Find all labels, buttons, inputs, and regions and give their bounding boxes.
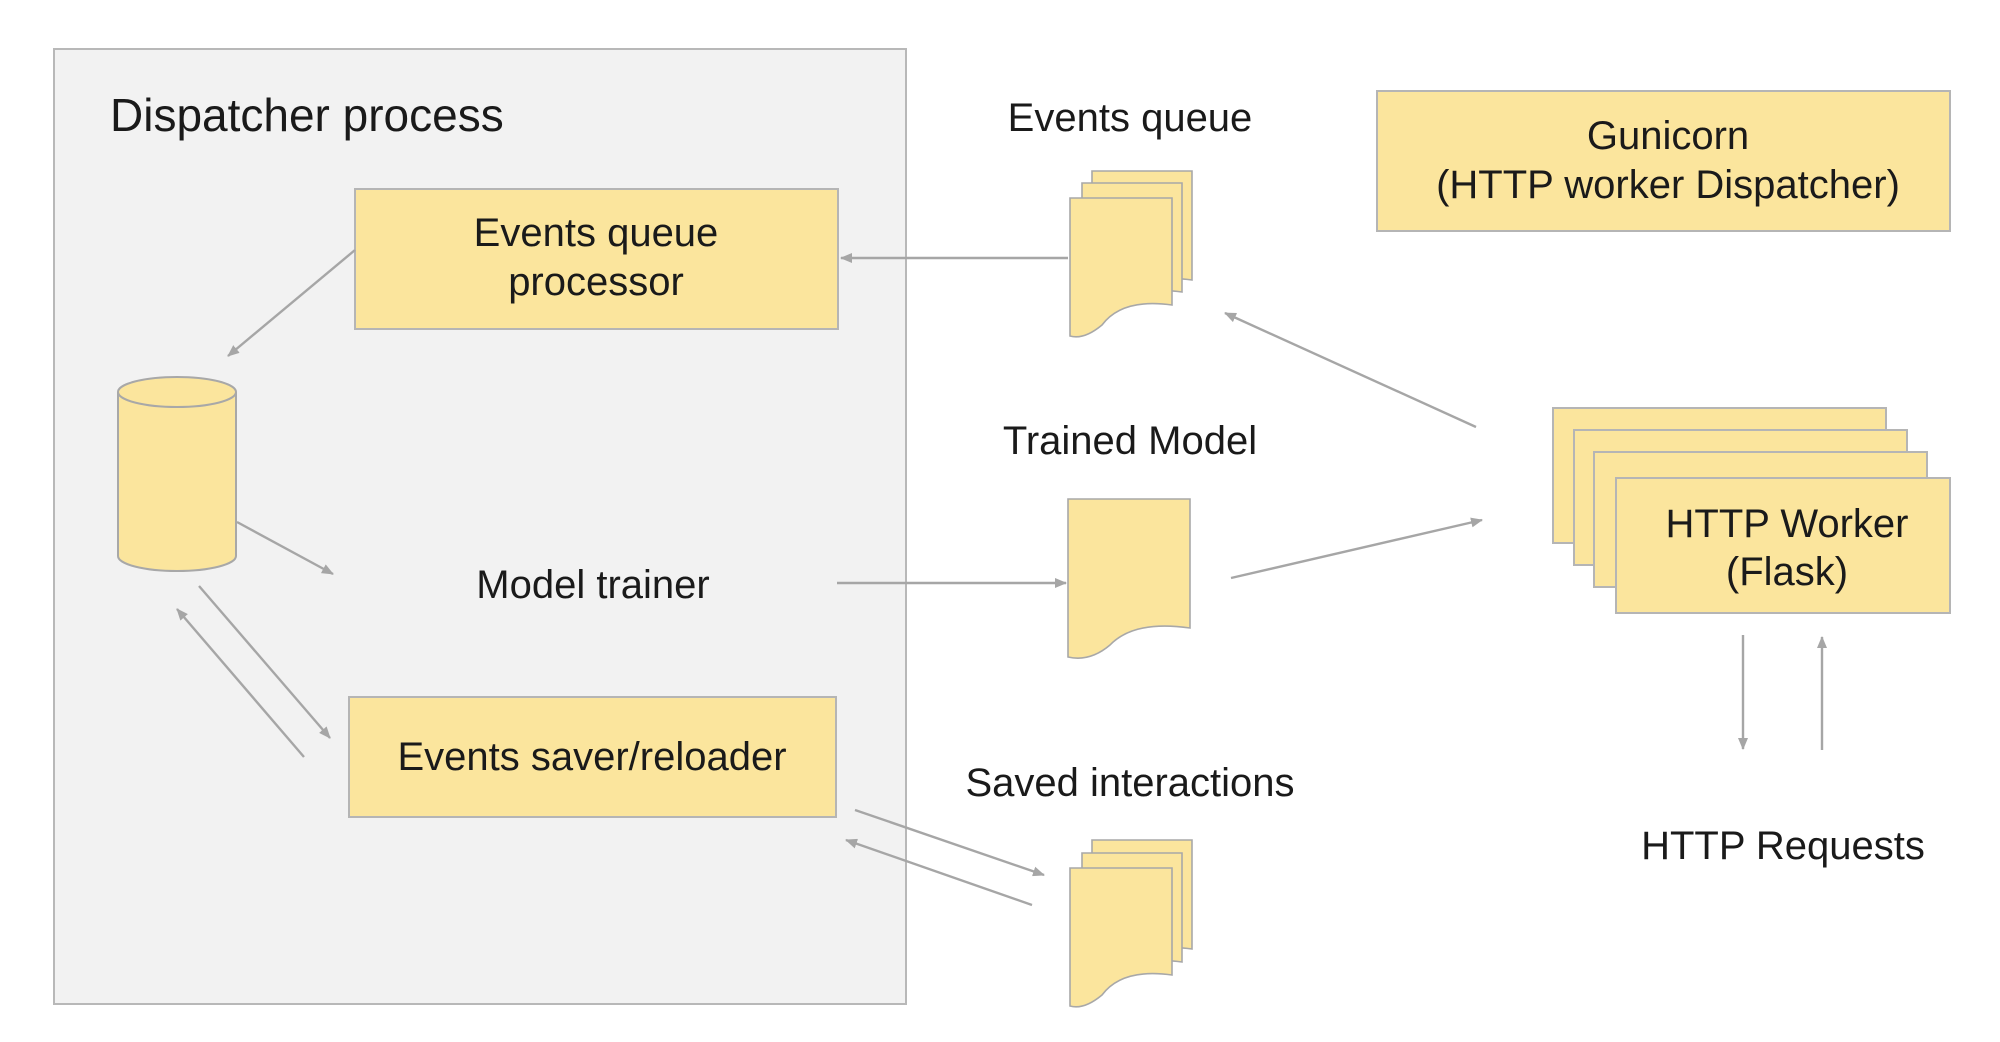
gunicorn-label-line2: (HTTP worker Dispatcher) [1436, 163, 1900, 207]
arrow-database-to-trainer [236, 520, 334, 576]
arrow-processor-to-database [227, 249, 356, 357]
events-queue-processor-label-line2: processor [508, 260, 684, 304]
arrow-database-to-saver [198, 585, 331, 739]
gunicorn-box: Gunicorn (HTTP worker Dispatcher) [1376, 90, 1951, 232]
arrow-saver-to-saved [854, 808, 1045, 877]
events-saver-reloader-label: Events saver/reloader [397, 735, 786, 779]
http-requests-label: HTTP Requests [1641, 824, 1925, 868]
arrow-saved-to-saver [845, 838, 1033, 907]
gunicorn-label-line1: Gunicorn [1587, 114, 1749, 158]
http-worker-label-line1: HTTP Worker [1666, 502, 1909, 546]
saved-interactions-document-stack-icon [1069, 839, 1193, 1008]
arrow-model-to-worker [1230, 517, 1483, 580]
arrow-worker-to-queue [1224, 311, 1477, 429]
saved-interactions-label: Saved interactions [965, 761, 1294, 805]
document-icon [1067, 498, 1191, 659]
events-queue-label: Events queue [1008, 96, 1253, 140]
document-stack-icon [1069, 170, 1193, 338]
events-queue-processor-label-line1: Events queue [474, 211, 719, 255]
http-worker-label-line2: (Flask) [1726, 550, 1848, 594]
database-icon [117, 376, 237, 572]
http-worker-stack: HTTP Worker (Flask) [1552, 407, 1951, 614]
arrow-saver-to-database [176, 608, 305, 758]
dispatcher-process-title: Dispatcher process [110, 89, 504, 141]
model-trainer-label: Model trainer [476, 563, 709, 607]
events-queue-processor-box: Events queue processor [354, 188, 839, 330]
events-saver-reloader-box: Events saver/reloader [348, 696, 837, 818]
trained-model-label: Trained Model [1003, 419, 1257, 463]
